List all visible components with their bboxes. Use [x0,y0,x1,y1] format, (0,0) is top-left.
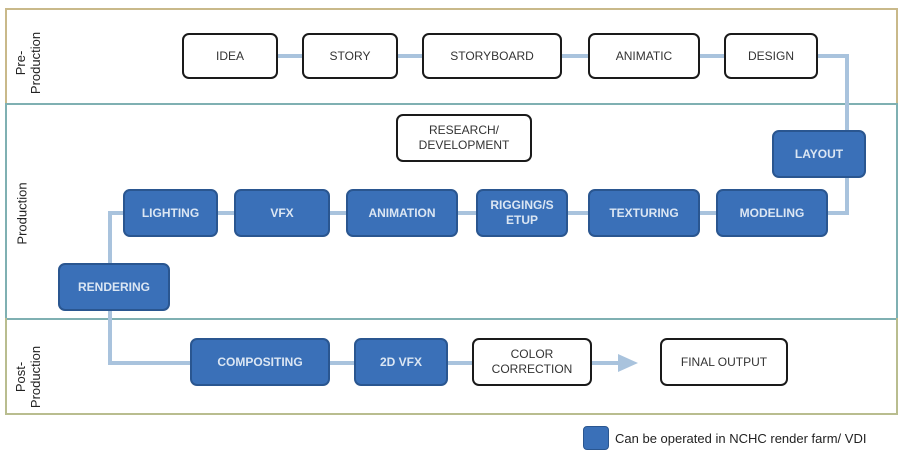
node-idea: IDEA [182,33,278,79]
node-rigging-setup: RIGGING/S ETUP [476,189,568,237]
node-rendering: RENDERING [58,263,170,311]
arrow-head-icon [618,354,638,372]
node-2d-vfx: 2D VFX [354,338,448,386]
connector [108,211,123,264]
node-compositing: COMPOSITING [190,338,330,386]
node-research-development: RESEARCH/ DEVELOPMENT [396,114,532,162]
node-layout: LAYOUT [772,130,866,178]
legend-text: Can be operated in NCHC render farm/ VDI [615,430,867,446]
node-lighting: LIGHTING [123,189,218,237]
legend-swatch-icon [583,426,609,450]
legend: Can be operated in NCHC render farm/ VDI [583,426,866,450]
pre-production-section [5,8,898,105]
node-texturing: TEXTURING [588,189,700,237]
node-storyboard: STORYBOARD [422,33,562,79]
node-vfx: VFX [234,189,330,237]
post-production-section [5,318,898,415]
node-animatic: ANIMATIC [588,33,700,79]
node-color-correction: COLOR CORRECTION [472,338,592,386]
connector [818,54,849,133]
node-modeling: MODELING [716,189,828,237]
node-final-output: FINAL OUTPUT [660,338,788,386]
production-section [5,103,898,320]
node-story: STORY [302,33,398,79]
node-animation: ANIMATION [346,189,458,237]
connector [828,178,849,215]
node-design: DESIGN [724,33,818,79]
connector [108,310,190,365]
